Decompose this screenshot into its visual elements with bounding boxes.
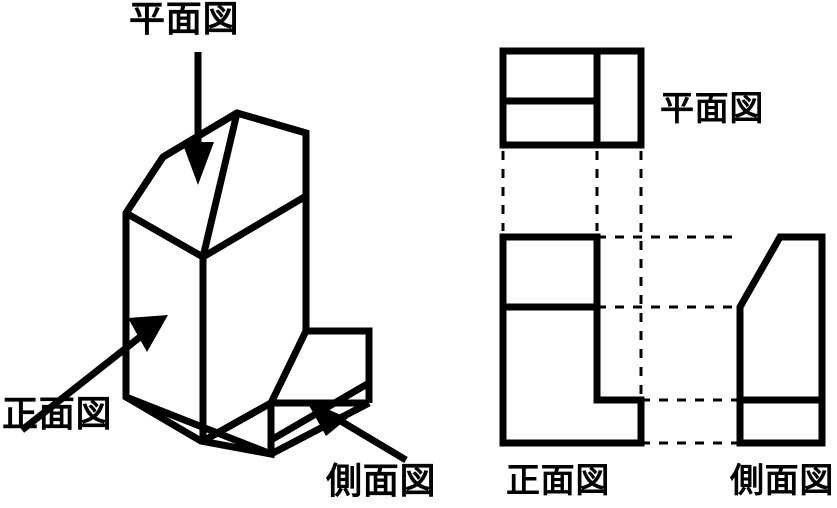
ortho-side-view-group [736, 233, 826, 447]
orthographic-views-group [499, 47, 826, 447]
isometric-view-direction-arrows [19, 52, 408, 464]
isometric-internal-edges [122, 109, 373, 458]
bottom-right-edge [269, 399, 371, 458]
side-view-arrow-head [306, 400, 348, 436]
ortho-top-view-internal-lines [503, 51, 601, 145]
front-view-arrow-shaft [19, 334, 143, 433]
isometric-front-view-label: 正面図 [2, 394, 113, 435]
isometric-view-group [19, 52, 408, 464]
side-view-arrow-shaft [332, 413, 408, 464]
front-view-arrow-head [128, 315, 168, 352]
bottom-front-edge [124, 393, 273, 458]
step-diag-to-back [267, 329, 310, 405]
ortho-front-view-label: 正面図 [506, 461, 611, 501]
ortho-top-view-label: 平面図 [660, 89, 765, 129]
ortho-front-view-group [499, 233, 645, 447]
isometric-top-view-label: 平面図 [129, 0, 240, 40]
ortho-top-view-group [499, 47, 645, 149]
step-front-slant [201, 399, 273, 445]
isometric-side-view-label: 側面図 [326, 461, 437, 502]
top-chamfer-left [123, 155, 166, 215]
ortho-front-view-outline [499, 233, 645, 447]
ortho-side-view-outline [736, 233, 826, 447]
ortho-side-view-label: 側面図 [730, 461, 835, 501]
back-top-edge [236, 109, 307, 137]
top-chamfer-right [199, 112, 241, 258]
projection-reference-lines [501, 151, 740, 445]
top-view-arrow-head [182, 142, 214, 185]
